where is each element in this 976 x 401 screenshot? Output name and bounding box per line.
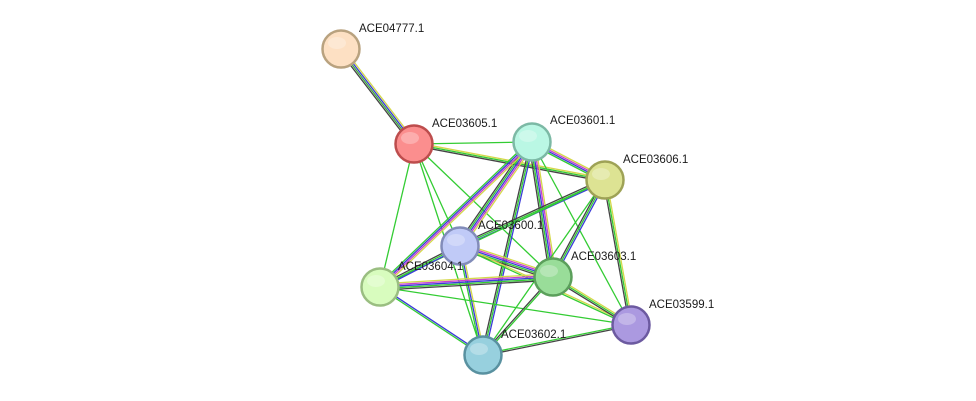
edge-evidence-line: [380, 285, 484, 355]
edge-ACE03602.1-ACE03599.1: [482, 323, 632, 357]
node-highlight: [328, 37, 346, 49]
edge-evidence-line: [378, 140, 532, 287]
node-highlight: [447, 234, 465, 246]
node-highlight: [519, 130, 537, 142]
edge-evidence-line: [413, 143, 554, 278]
edge-evidence-line: [413, 144, 605, 183]
edge-evidence-line: [462, 143, 536, 249]
edge-evidence-line: [379, 286, 632, 326]
edge-evidence-line: [380, 279, 554, 291]
edge-ACE03604.1-ACE03599.1: [379, 286, 632, 326]
node-label-ACE03600.1: ACE03600.1: [478, 220, 543, 232]
node-label-ACE04777.1: ACE04777.1: [359, 23, 424, 35]
network-edges: [338, 47, 634, 357]
edge-evidence-line: [602, 180, 631, 326]
edge-ACE03605.1-ACE03603.1: [413, 143, 554, 278]
node-highlight: [592, 168, 610, 180]
edge-evidence-line: [379, 143, 415, 288]
edge-evidence-line: [379, 287, 483, 357]
edge-evidence-line: [379, 274, 553, 287]
node-highlight: [470, 343, 488, 355]
node-label-ACE03599.1: ACE03599.1: [649, 299, 714, 311]
edge-ACE03606.1-ACE03599.1: [602, 179, 634, 326]
edge-ACE03601.1-ACE03599.1: [531, 141, 632, 326]
node-ACE03601.1[interactable]: [512, 122, 552, 162]
node-label-ACE03601.1: ACE03601.1: [550, 115, 615, 127]
node-label-ACE03606.1: ACE03606.1: [623, 154, 688, 166]
node-ACE04777.1[interactable]: [321, 29, 361, 69]
edge-evidence-line: [379, 276, 554, 288]
edge-evidence-line: [605, 179, 634, 325]
edge-evidence-line: [380, 142, 534, 289]
edge-ACE04777.1-ACE03605.1: [338, 47, 417, 146]
node-highlight: [618, 313, 636, 325]
edge-ACE03604.1-ACE03603.1: [379, 273, 554, 291]
edge-ACE03604.1-ACE03602.1: [379, 285, 484, 357]
edge-evidence-line: [483, 325, 632, 357]
edge-evidence-line: [459, 177, 605, 246]
edge-evidence-line: [341, 48, 416, 144]
node-ACE03602.1[interactable]: [463, 335, 503, 375]
node-highlight: [367, 275, 385, 287]
node-highlight: [540, 265, 558, 277]
edge-evidence-line: [459, 141, 533, 247]
edge-ACE03605.1-ACE03604.1: [379, 143, 415, 288]
node-ACE03605.1[interactable]: [394, 124, 434, 164]
edge-evidence-line: [480, 141, 532, 355]
node-label-ACE03602.1: ACE03602.1: [501, 329, 566, 341]
edge-ACE03601.1-ACE03602.1: [480, 141, 535, 356]
edge-evidence-line: [338, 50, 413, 146]
node-ACE03599.1[interactable]: [611, 305, 651, 345]
network-nodes: [321, 29, 651, 375]
edge-evidence-line: [531, 141, 632, 326]
edge-evidence-line: [482, 141, 533, 356]
node-highlight: [401, 132, 419, 144]
node-label-ACE03603.1: ACE03603.1: [571, 251, 636, 263]
edge-evidence-line: [379, 273, 553, 285]
node-ACE03603.1[interactable]: [533, 257, 573, 297]
edge-evidence-line: [381, 143, 535, 290]
node-ACE03604.1[interactable]: [360, 267, 400, 307]
edge-evidence-line: [342, 47, 417, 143]
node-label-ACE03604.1: ACE03604.1: [398, 261, 463, 273]
edge-evidence-line: [339, 49, 414, 145]
edge-evidence-line: [460, 142, 534, 248]
edge-evidence-line: [377, 139, 531, 286]
node-ACE03606.1[interactable]: [585, 160, 625, 200]
edge-evidence-line: [483, 142, 535, 356]
node-ACE03600.1[interactable]: [440, 226, 480, 266]
edge-ACE03601.1-ACE03604.1: [377, 139, 535, 290]
edge-evidence-line: [604, 179, 632, 326]
node-label-ACE03605.1: ACE03605.1: [432, 118, 497, 130]
edge-evidence-line: [380, 277, 554, 290]
edge-evidence-line: [482, 323, 631, 355]
